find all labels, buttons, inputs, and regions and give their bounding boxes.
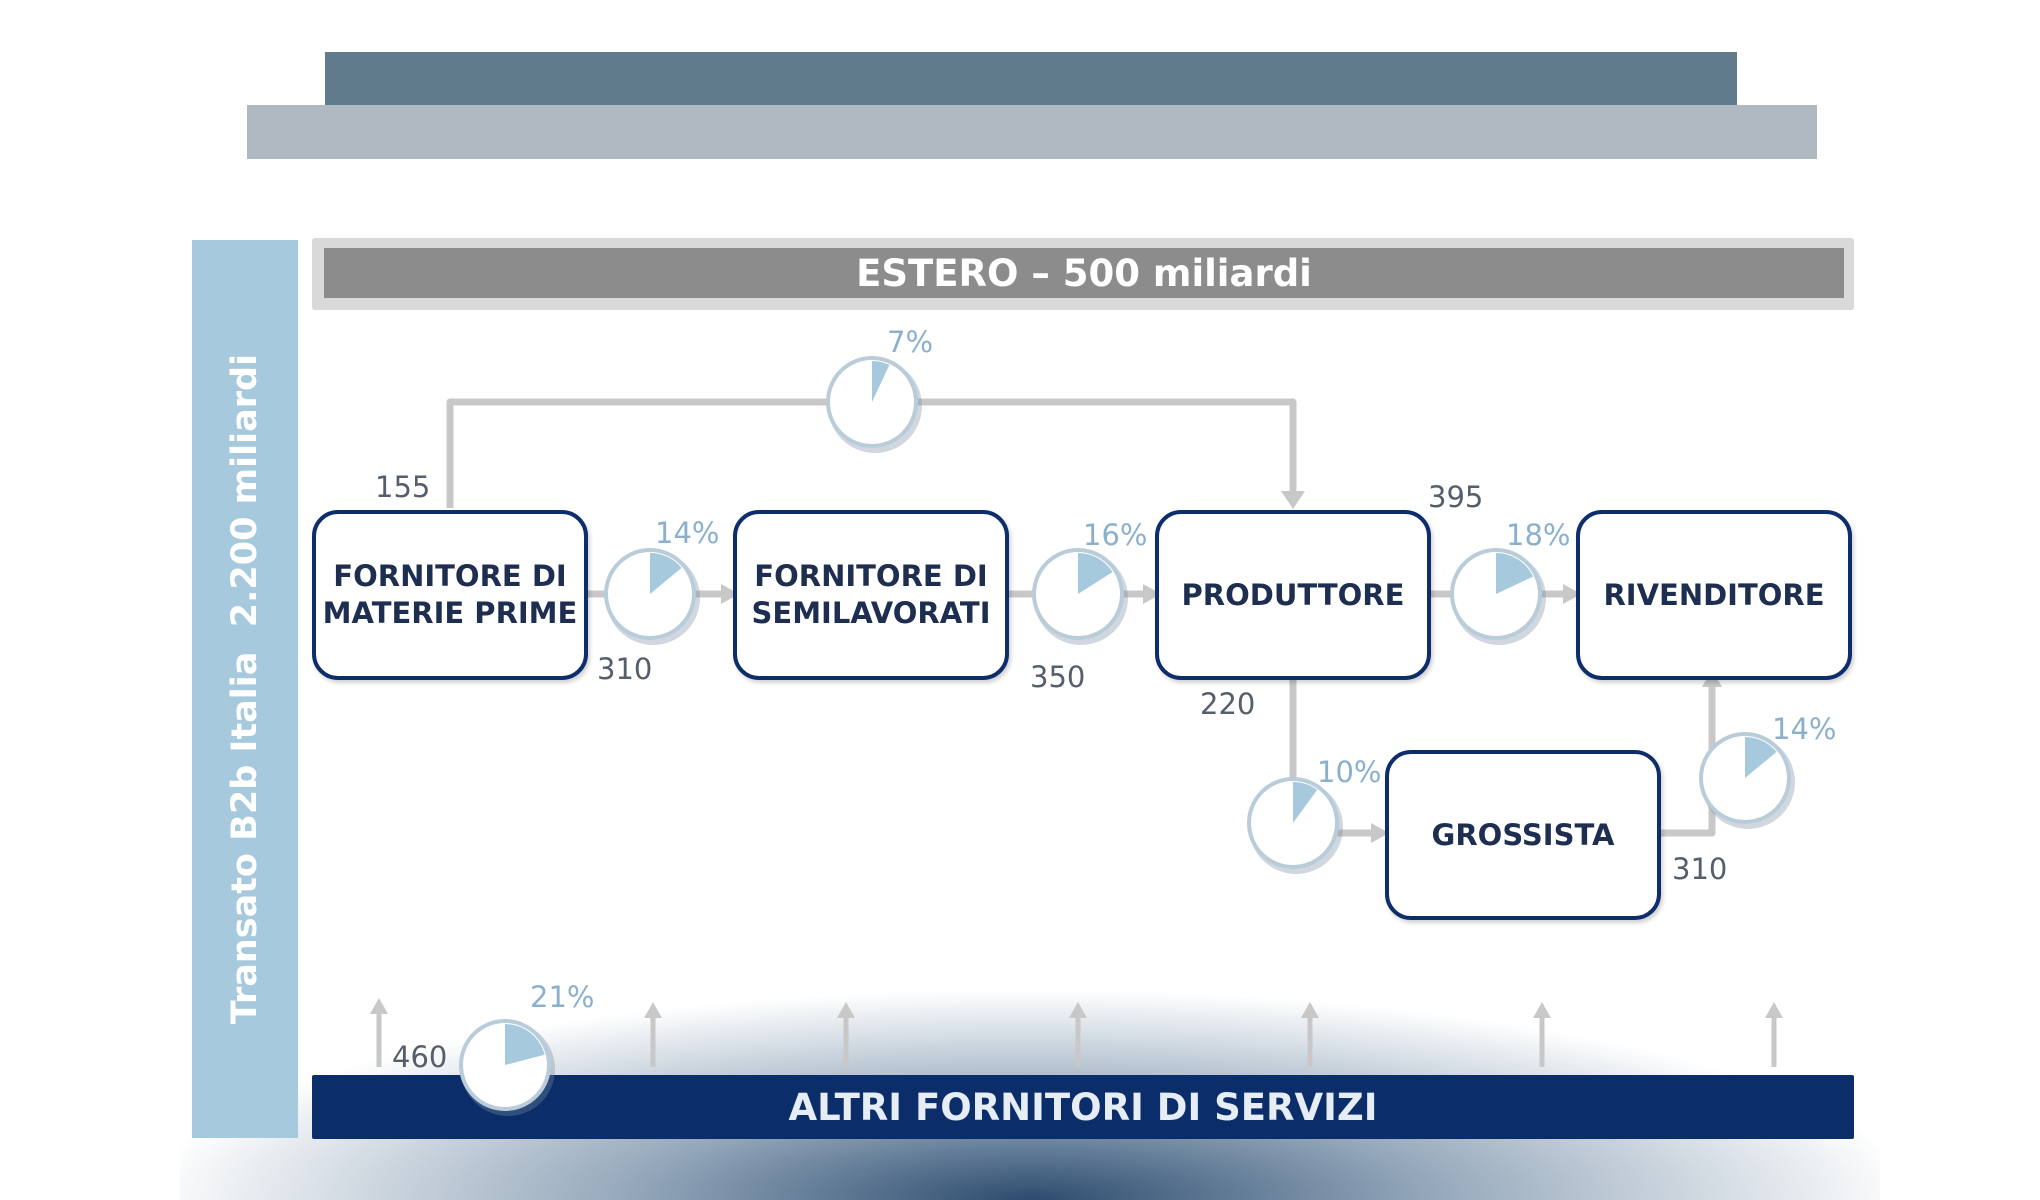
arrowhead-rivenditore: [1563, 584, 1581, 604]
pie-grossista-rivenditore: [1699, 732, 1795, 829]
flow-percent-7: 7%: [887, 325, 934, 359]
pie-produttore-rivenditore: [1450, 548, 1546, 645]
node-rivenditore: RIVENDITORE: [1576, 510, 1852, 680]
node-fornitore-semilavorati: FORNITORE DI SEMILAVORATI: [733, 510, 1009, 680]
pie-wedge-grossista-rivenditore: [1745, 737, 1777, 778]
side-panel: [192, 240, 298, 1138]
pie-semilavorati-produttore: [1032, 548, 1128, 645]
flow-percent-14-a: 14%: [655, 516, 720, 550]
service-arrow-2-head: [644, 1002, 662, 1018]
pie-wedge-produttore-rivenditore: [1496, 553, 1534, 594]
service-arrow-3-head: [837, 1002, 855, 1018]
flow-percent-16: 16%: [1083, 518, 1148, 552]
node-fornitore-materie-prime: FORNITORE DI MATERIE PRIME: [312, 510, 588, 680]
pie-wedge-semilavorati-produttore: [1078, 553, 1113, 594]
header-bar-light: [247, 105, 1817, 159]
service-arrow-5-head: [1301, 1002, 1319, 1018]
flow-percent-21: 21%: [530, 980, 595, 1014]
service-arrow-7-head: [1765, 1002, 1783, 1018]
flow-value-310-a: 310: [597, 652, 653, 686]
pie-wedge-servizi: [505, 1024, 545, 1065]
pie-materie-estero: [826, 356, 922, 453]
header-bar-dark: [325, 52, 1737, 107]
altri-fornitori-bar: ALTRI FORNITORI DI SERVIZI: [312, 1075, 1854, 1139]
flow-value-310-b: 310: [1672, 852, 1728, 886]
pie-wedge-materie-semilavorati: [650, 553, 682, 594]
pie-wedge-materie-estero: [872, 361, 890, 402]
flow-percent-18: 18%: [1506, 518, 1571, 552]
flow-percent-14-b: 14%: [1772, 712, 1837, 746]
service-arrow-4-head: [1069, 1002, 1087, 1018]
flow-percent-10: 10%: [1317, 755, 1382, 789]
arrowhead-grossista: [1371, 823, 1389, 843]
node-produttore: PRODUTTORE: [1155, 510, 1431, 680]
arrowhead-produttore-left: [1143, 584, 1161, 604]
flow-value-350: 350: [1030, 660, 1086, 694]
service-arrow-6-head: [1533, 1002, 1551, 1018]
flow-value-395: 395: [1428, 480, 1484, 514]
pie-servizi: [459, 1019, 555, 1116]
flow-line-grossista-rivenditore: [1658, 685, 1716, 837]
pie-produttore-grossista: [1247, 777, 1343, 874]
flow-value-155: 155: [375, 470, 431, 504]
estero-bar: ESTERO – 500 miliardi: [324, 248, 1844, 298]
flow-value-460: 460: [392, 1040, 448, 1074]
pie-wedge-produttore-grossista: [1293, 782, 1318, 823]
flow-value-220: 220: [1200, 687, 1256, 721]
arrowhead-produttore-top: [1281, 491, 1305, 509]
arrowhead-semilavorati: [721, 584, 739, 604]
pie-materie-semilavorati: [604, 548, 700, 645]
node-grossista: GROSSISTA: [1385, 750, 1661, 920]
service-arrow-1-head: [370, 998, 388, 1014]
